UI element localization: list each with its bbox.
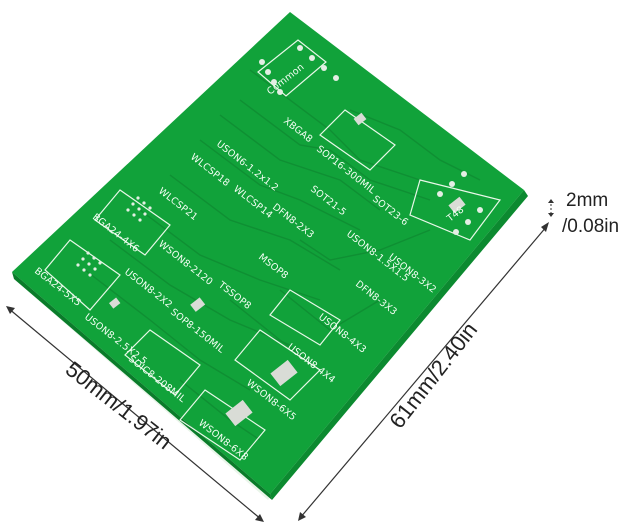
thickness-label-mm: 2mm (566, 190, 608, 211)
pcb-board (12, 12, 524, 494)
bga-dot-grid-1 (126, 196, 152, 222)
pcb-board-bottom-edge (12, 272, 272, 500)
bga-dot-grid-2 (76, 251, 102, 277)
pcb-board-right-edge (270, 190, 528, 500)
copper-traces (84, 69, 481, 441)
thickness-label-in: /0.08in (562, 216, 619, 237)
thickness-indicator: 2mm /0.08in (548, 190, 619, 237)
header-holes (259, 45, 483, 235)
pads (109, 112, 466, 427)
footprint-outlines (44, 39, 502, 461)
